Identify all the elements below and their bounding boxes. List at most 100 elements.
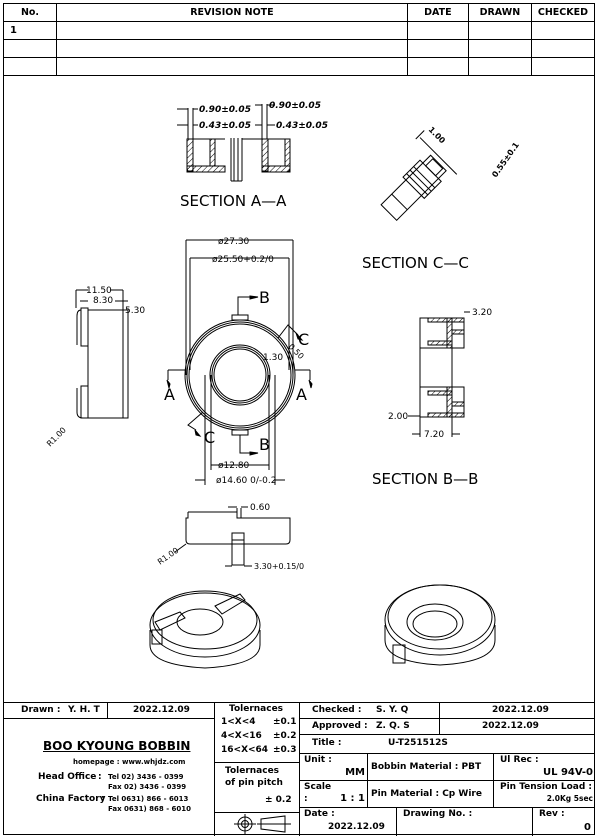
dim-bb-2: 2.00	[388, 412, 408, 422]
checked-date-cell: 2022.12.09	[440, 703, 595, 719]
approved-date-cell: 2022.12.09	[440, 719, 595, 735]
tolerance-value-3: ±0.3	[273, 745, 297, 755]
dim-aa-2: 0.90±0.05	[269, 101, 321, 111]
drawn-date: 2022.12.09	[133, 705, 190, 715]
table-row: 1	[3, 21, 596, 40]
pin-tension-cell: Pin Tension Load : 2.0Kg 5sec	[494, 781, 595, 808]
title-cell: Title : U-T251512S	[300, 735, 595, 754]
title-block: Drawn : Y. H. T 2022.12.09 BOO KYOUNG BO…	[3, 702, 595, 836]
dim-top-slot: 1.30	[263, 353, 283, 363]
dim-cc-2: 0.55±0.1	[490, 140, 521, 179]
checked-label: Checked :	[312, 705, 362, 715]
approved-cell: Approved : Z. Q. S	[300, 719, 440, 735]
date-cell: Date : 2022.12.09	[300, 808, 397, 836]
isometric-view-top	[149, 590, 261, 669]
drawn-by: Y. H. T	[68, 705, 100, 715]
china-factory-fax: Fax 0631) 868 - 6010	[108, 805, 192, 813]
approved-by: Z. Q. S	[376, 721, 410, 731]
date-value: 2022.12.09	[328, 822, 385, 832]
drawing-no-label: Drawing No. :	[403, 809, 473, 819]
marker-a-right: A	[296, 385, 307, 404]
company-info: BOO KYOUNG BOBBIN homepage : www.whjdz.c…	[3, 719, 215, 836]
marker-b-top: B	[259, 288, 270, 307]
marker-c-bottom: C	[204, 428, 215, 447]
checked-by: S. Y. Q	[376, 705, 409, 715]
tolerances-title: Tolernaces	[229, 704, 284, 714]
title-value: U-T251512S	[388, 738, 448, 748]
unit-label: Unit :	[304, 755, 332, 765]
tolerances-cell: Tolernaces 1<X<4 ±0.1 4<X<16 ±0.2 16<X<6…	[215, 703, 300, 763]
dim-front-2: R1.00	[156, 546, 180, 567]
marker-b-bottom: B	[259, 435, 270, 454]
pin-pitch-cell: Tolernaces of pin pitch ± 0.2	[215, 763, 300, 813]
pin-pitch-tolerance: ± 0.2	[265, 795, 292, 805]
checked-date: 2022.12.09	[492, 705, 549, 715]
rev-label: Rev :	[539, 809, 565, 819]
top-view	[166, 239, 313, 485]
section-bb-label: SECTION B—B	[372, 470, 478, 488]
isometric-view-bottom	[384, 584, 496, 666]
dim-top-outer-diameter: ø27.30	[218, 237, 250, 247]
tolerance-value-1: ±0.1	[273, 717, 297, 727]
bobbin-material-cell: Bobbin Material : PBT	[368, 754, 494, 781]
marker-c-top: C	[298, 330, 309, 349]
dim-side-2: 8.30	[93, 296, 113, 306]
dim-top-inner-diameter: ø25.50+0.2/0	[212, 255, 274, 265]
dim-cc-1: 1.00	[427, 125, 448, 146]
head-office-label: Head Office	[38, 772, 97, 782]
dim-side-3: 5.30	[125, 306, 145, 316]
dim-aa-3: 0.43±0.05	[199, 121, 251, 131]
projection-cell	[215, 813, 300, 836]
dim-aa-1: 0.90±0.05	[199, 105, 251, 115]
date-label: Date :	[304, 809, 335, 819]
pin-material: Pin Material : Cp Wire	[371, 789, 482, 799]
china-factory-colon: :	[101, 794, 105, 804]
ul-rec-value: UL 94V-0	[542, 767, 593, 778]
drawn-date-cell: 2022.12.09	[108, 703, 215, 719]
scale-colon: :	[304, 794, 308, 804]
title-label: Title :	[312, 738, 342, 748]
third-angle-projection-icon	[234, 814, 291, 834]
dim-aa-4: 0.43±0.05	[276, 121, 328, 131]
head-office-colon: :	[98, 772, 102, 782]
dim-top-core-outer: ø14.60 0/-0.2	[216, 476, 276, 486]
china-factory-tel: Tel 0631) 866 - 6013	[108, 795, 189, 803]
pin-material-cell: Pin Material : Cp Wire	[368, 781, 494, 808]
section-cc-view	[380, 130, 458, 222]
technical-drawing: 0.90±0.05 0.90±0.05 0.43±0.05 0.43±0.05 …	[45, 101, 521, 669]
head-office-tel: Tel 02) 3436 - 0399	[108, 773, 184, 781]
rev-value: 0	[584, 822, 591, 833]
dim-top-core-inner: ø12.80	[218, 461, 250, 471]
tolerance-value-2: ±0.2	[273, 731, 297, 741]
drawn-label: Drawn :	[21, 705, 61, 715]
ul-rec-cell: Ul Rec : UL 94V-0	[494, 754, 595, 781]
revision-table: No. REVISION NOTE DATE DRAWN CHECKED 1	[3, 3, 596, 76]
section-aa-label: SECTION A—A	[180, 192, 287, 210]
homepage: homepage : www.whjdz.com	[73, 758, 186, 766]
dim-bb-1: 3.20	[472, 308, 492, 318]
scale-cell: Scale : 1 : 1	[300, 781, 368, 808]
checked-cell: Checked : S. Y. Q	[300, 703, 440, 719]
scale-value: 1 : 1	[340, 793, 365, 804]
unit-cell: Unit : MM	[300, 754, 368, 781]
marker-a-left: A	[164, 385, 175, 404]
unit-value: MM	[345, 767, 365, 778]
tolerance-range-3: 16<X<64	[221, 745, 269, 755]
section-aa-view	[177, 104, 291, 182]
rev-cell: Rev : 0	[533, 808, 595, 836]
china-factory-label: China Factory	[36, 794, 106, 804]
ul-rec-label: Ul Rec :	[500, 755, 539, 765]
dim-front-3: 3.30+0.15/0	[254, 562, 304, 571]
head-office-fax: Fax 02) 3436 - 0399	[108, 783, 187, 791]
table-row	[3, 39, 596, 58]
dim-side-4: R1.00	[45, 426, 68, 449]
bobbin-material: Bobbin Material : PBT	[371, 762, 482, 772]
pin-tension-value: 2.0Kg 5sec	[546, 794, 593, 803]
drawing-no-cell: Drawing No. :	[397, 808, 533, 836]
approved-date: 2022.12.09	[482, 721, 539, 731]
scale-label: Scale	[304, 782, 332, 792]
tolerance-range-1: 1<X<4	[221, 717, 256, 727]
dim-side-1: 11.50	[86, 286, 112, 296]
pin-tension-label: Pin Tension Load :	[500, 782, 593, 792]
section-cc-label: SECTION C—C	[362, 254, 469, 272]
